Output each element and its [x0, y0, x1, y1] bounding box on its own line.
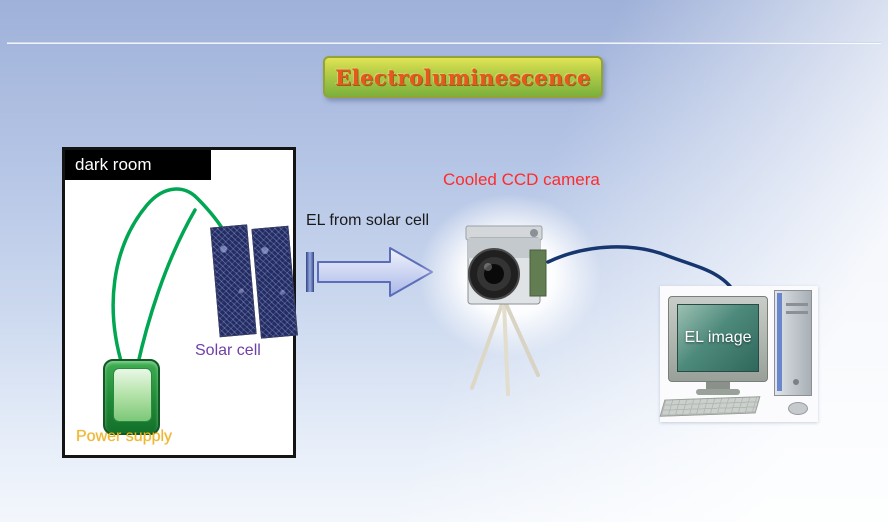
arrow-tail-bar-icon: [306, 252, 314, 292]
power-supply-label: Power supply: [76, 428, 173, 445]
title-banner: Electroluminescence: [323, 56, 603, 98]
dark-room-box: dark room Solar cell Power supply: [62, 147, 298, 458]
computer-image: EL image: [659, 286, 818, 422]
solar-cell-image: [210, 221, 298, 341]
computer-tower: [774, 290, 812, 396]
slide-title: Electroluminescence: [335, 64, 591, 90]
keyboard: [659, 396, 761, 417]
tower-power-button: [793, 379, 799, 385]
camera-body-icon: [465, 225, 547, 305]
dark-room-header: dark room: [65, 150, 211, 180]
ccd-camera-image: [465, 225, 547, 396]
el-arrow-label: EL from solar cell: [306, 212, 429, 229]
camera-label: Cooled CCD camera: [443, 170, 600, 189]
divider-line: [7, 42, 881, 43]
tripod-icon: [470, 302, 540, 396]
right-arrow-icon: [306, 247, 433, 297]
tower-drive-slot: [786, 311, 808, 314]
arrow-shape-icon: [317, 247, 433, 297]
wire-left-icon: [111, 187, 229, 370]
dark-room-label: dark room: [75, 155, 152, 174]
monitor-screen: EL image: [677, 304, 759, 372]
el-image-label: EL image: [684, 329, 752, 346]
tower-drive-slot: [786, 303, 808, 306]
mouse: [788, 402, 808, 415]
power-supply-device: [103, 359, 160, 435]
power-supply-screen: [113, 368, 152, 422]
solar-cell-label: Solar cell: [195, 342, 261, 359]
wire-right-icon: [135, 208, 197, 370]
monitor: EL image: [668, 296, 768, 382]
monitor-stand: [706, 382, 730, 390]
tower-stripe: [777, 293, 782, 391]
power-wires: [111, 187, 229, 370]
monitor-stand-base: [696, 389, 740, 395]
